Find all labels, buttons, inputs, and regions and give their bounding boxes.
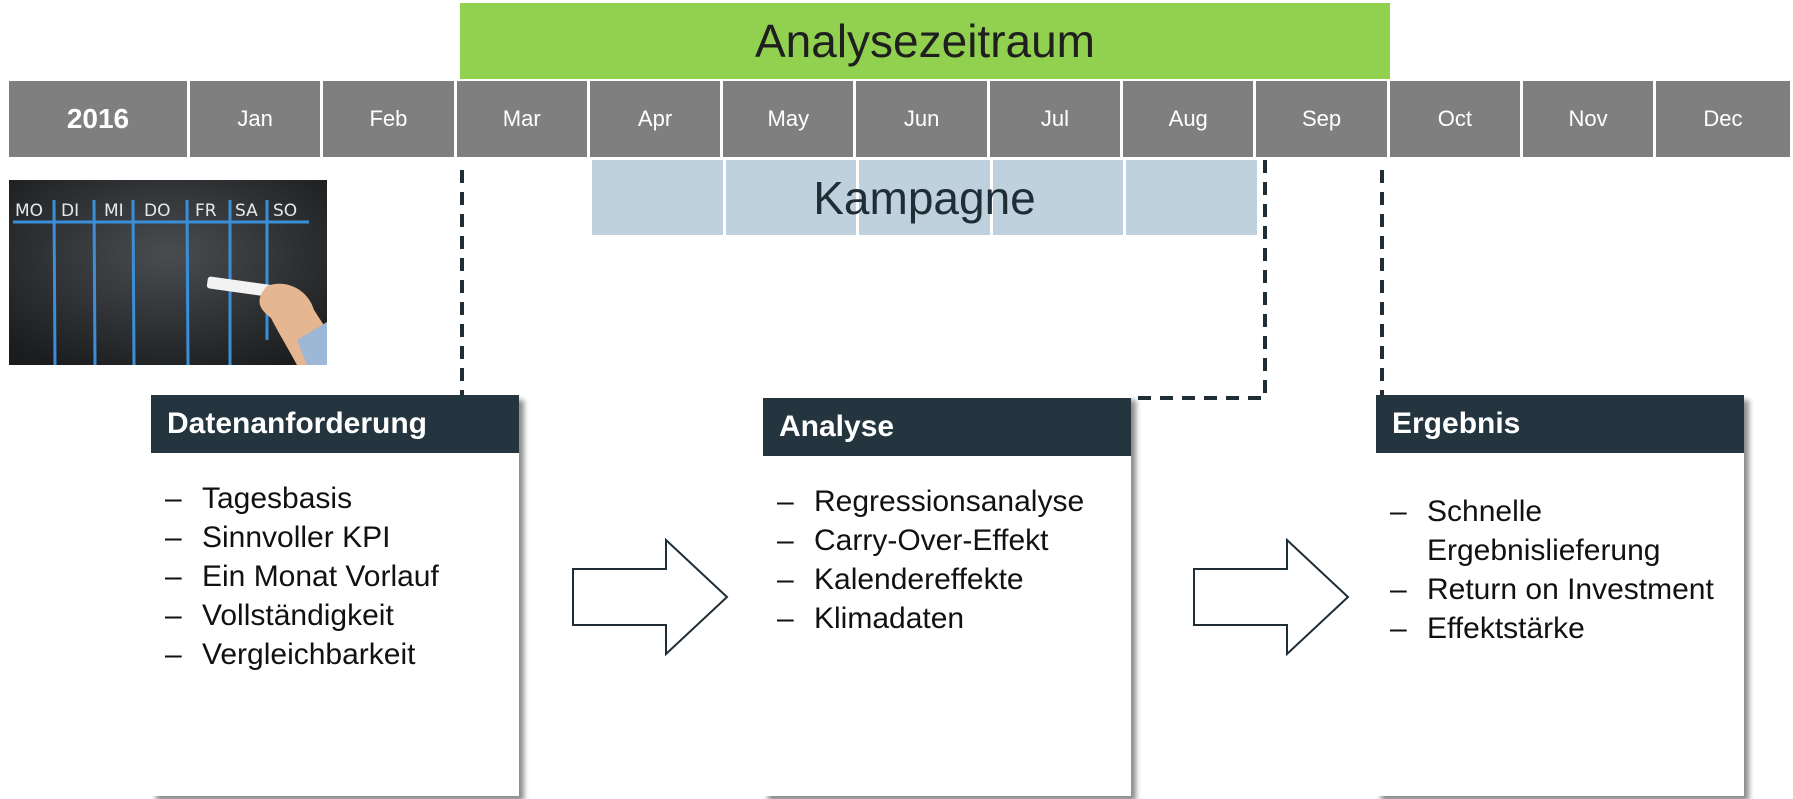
dashed-line-aug: [1130, 160, 1267, 400]
weekday-label: FR: [195, 201, 217, 221]
datenanforderung-box: Datenanforderung Tagesbasis Sinnvoller K…: [151, 395, 519, 796]
month-cell-jul: Jul: [989, 81, 1124, 157]
campaign-segment: [1126, 160, 1257, 235]
month-cell-dec: Dec: [1656, 81, 1790, 157]
list-item: Carry-Over-Effekt: [763, 521, 1131, 560]
box-list: Tagesbasis Sinnvoller KPI Ein Monat Vorl…: [151, 453, 519, 674]
month-cell-apr: Apr: [589, 81, 724, 157]
analysis-period-label: Analysezeitraum: [754, 15, 1096, 67]
box-header: Ergebnis: [1376, 395, 1744, 453]
campaign-segment: [725, 160, 860, 235]
weekday-label: SO: [273, 201, 297, 221]
box-title: Analyse: [779, 410, 895, 443]
weekday-label: DI: [61, 201, 79, 221]
box-header: Datenanforderung: [151, 395, 519, 453]
box-list: Regressionsanalyse Carry-Over-Effekt Kal…: [763, 456, 1131, 638]
list-item: Effektstärke: [1376, 609, 1714, 648]
list-item: Vergleichbarkeit: [151, 635, 519, 674]
list-item: Kalendereffekte: [763, 560, 1131, 599]
list-item: Klimadaten: [763, 599, 1131, 638]
calendar-chalkboard-photo: MO DI MI DO FR SA SO: [9, 180, 327, 365]
box-title: Ergebnis: [1392, 407, 1521, 440]
campaign-segment: [592, 160, 726, 235]
list-item: Return on Investment: [1376, 570, 1714, 609]
month-cell-oct: Oct: [1389, 81, 1523, 157]
month-timeline: 2016 Jan Feb Mar Apr May Jun Jul Aug Sep…: [9, 81, 1793, 157]
arrow-right-icon: [572, 538, 729, 656]
box-title: Datenanforderung: [167, 407, 428, 440]
month-cell-jan: Jan: [190, 81, 324, 157]
list-item: Sinnvoller KPI: [151, 518, 519, 557]
month-cell-sep: Sep: [1256, 81, 1390, 157]
list-item: Ein Monat Vorlauf: [151, 557, 519, 596]
weekday-label: SA: [235, 201, 258, 221]
campaign-label: Kampagne: [813, 171, 1036, 224]
list-item: Vollständigkeit: [151, 596, 519, 635]
weekday-label: DO: [144, 201, 170, 221]
month-cell-feb: Feb: [323, 81, 457, 157]
weekday-label: MO: [15, 201, 43, 221]
month-cell-nov: Nov: [1522, 81, 1657, 157]
month-cell-may: May: [723, 81, 857, 157]
month-cell-aug: Aug: [1123, 81, 1257, 157]
analyse-box: Analyse Regressionsanalyse Carry-Over-Ef…: [763, 395, 1131, 796]
campaign-segment: [992, 160, 1127, 235]
weekday-label: MI: [104, 201, 124, 221]
year-cell: 2016: [9, 81, 190, 157]
month-cell-mar: Mar: [456, 81, 590, 157]
month-cell-jun: Jun: [856, 81, 990, 157]
box-list: Schnelle Ergebnislieferung Return on Inv…: [1376, 453, 1744, 648]
list-item: Schnelle Ergebnislieferung: [1376, 492, 1714, 570]
campaign-bar: [592, 160, 1257, 235]
list-item: Tagesbasis: [151, 479, 519, 518]
campaign-segment: [859, 160, 993, 235]
campaign-label-wrap: Kampagne: [592, 160, 1257, 235]
ergebnis-box: Ergebnis Schnelle Ergebnislieferung Retu…: [1376, 395, 1744, 796]
arrow-right-icon: [1193, 538, 1350, 656]
list-item: Regressionsanalyse: [763, 482, 1131, 521]
analysis-period-bar: Analysezeitraum: [460, 3, 1390, 79]
box-header: Analyse: [763, 398, 1131, 456]
